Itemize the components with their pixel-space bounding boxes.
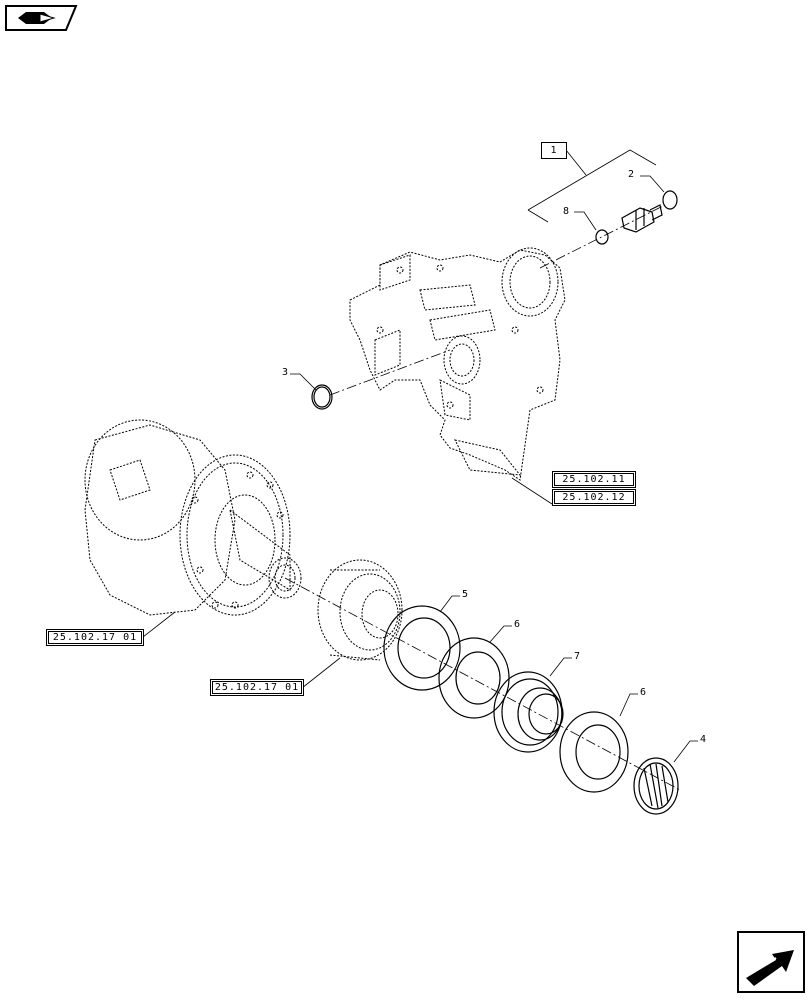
taper-bearing xyxy=(317,559,403,661)
reference-box-25-102-17-01-hub[interactable]: 25.102.17 01 xyxy=(46,629,144,646)
callout-4: 4 xyxy=(700,734,707,745)
callout-3: 3 xyxy=(282,367,289,378)
previous-page-icon[interactable] xyxy=(4,4,78,32)
seal-7 xyxy=(493,671,564,753)
axle-housing xyxy=(349,247,566,481)
washer-6b xyxy=(559,711,629,793)
next-page-icon[interactable] xyxy=(736,930,806,994)
callout-6a: 6 xyxy=(514,619,521,630)
reference-box-1[interactable]: 1 xyxy=(541,142,567,159)
washer-6a xyxy=(438,637,510,719)
callout-2: 2 xyxy=(628,169,635,180)
o-ring-8 xyxy=(595,229,609,245)
callout-8: 8 xyxy=(563,206,570,217)
callout-5: 5 xyxy=(462,589,469,600)
reference-box-25-102-12[interactable]: 25.102.12 xyxy=(552,489,636,506)
o-ring-3 xyxy=(311,384,333,410)
callout-6b: 6 xyxy=(640,687,647,698)
reference-box-25-102-11[interactable]: 25.102.11 xyxy=(552,471,636,488)
o-ring-2 xyxy=(662,190,678,210)
needle-bearing-4 xyxy=(633,757,679,815)
callout-7: 7 xyxy=(574,651,581,662)
wheel-hub xyxy=(84,419,302,616)
washer-5 xyxy=(383,605,461,691)
reference-box-25-102-17-01-bearing[interactable]: 25.102.17 01 xyxy=(210,679,304,696)
fitting-connector xyxy=(621,204,663,233)
